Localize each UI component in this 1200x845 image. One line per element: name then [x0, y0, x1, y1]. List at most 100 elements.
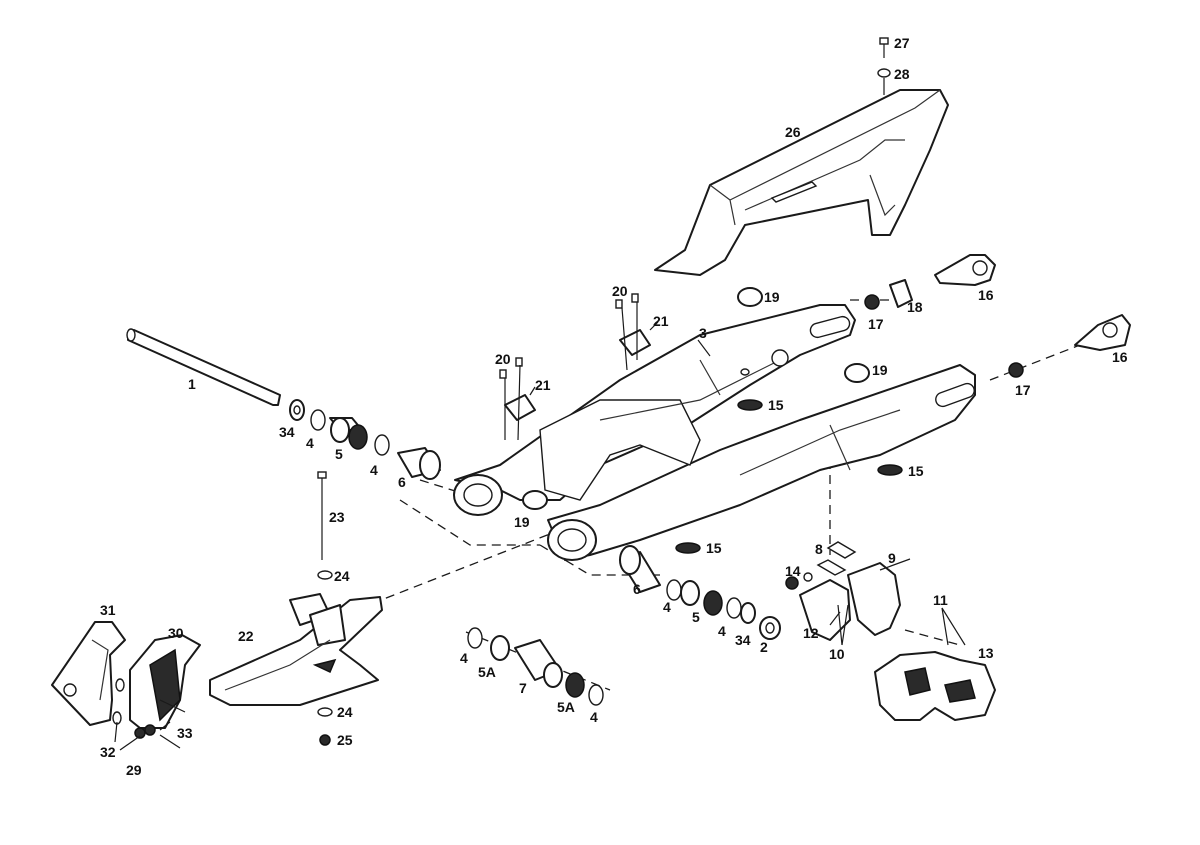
- bolt-8: [816, 541, 857, 576]
- callout-11: 11: [933, 592, 948, 608]
- callout-33: 33: [177, 725, 193, 741]
- bolts-11: [941, 607, 966, 646]
- adjuster-16-lower: [1074, 314, 1131, 351]
- callout-22: 22: [238, 628, 254, 644]
- callout-25: 25: [337, 732, 353, 748]
- callout-15: 15: [768, 397, 784, 413]
- callout-6: 6: [633, 581, 641, 597]
- cap-19-a: [737, 287, 763, 307]
- callout-4: 4: [306, 435, 314, 451]
- cap-19-b: [844, 363, 870, 383]
- block-18: [889, 279, 913, 308]
- callout-1: 1: [188, 376, 196, 392]
- callout-21: 21: [535, 377, 551, 393]
- spacer-32: [112, 678, 125, 725]
- pivot-shaft: [126, 328, 281, 406]
- callout-4: 4: [590, 709, 598, 725]
- leader-lines: [114, 302, 911, 751]
- clamp-21-a: [619, 321, 659, 356]
- circlip-4-upper-a: [310, 409, 326, 431]
- spacer-6-lower: [619, 545, 661, 593]
- callout-30: 30: [168, 625, 184, 641]
- callout-16: 16: [1112, 349, 1128, 365]
- callout-19: 19: [872, 362, 888, 378]
- callout-3: 3: [699, 325, 707, 341]
- cap-19-c: [522, 490, 548, 510]
- callout-21: 21: [653, 313, 669, 329]
- circlip-4-link-a: [467, 627, 483, 649]
- washer-34-lower: [740, 602, 756, 624]
- bracket-12: [799, 579, 851, 641]
- bearing-5-upper: [329, 417, 368, 450]
- guide-block-30: [129, 634, 201, 729]
- bolts-10: [837, 604, 849, 646]
- grommet-15-a: [737, 399, 763, 411]
- callout-12: 12: [803, 625, 819, 641]
- bearing-5A-a: [490, 635, 510, 661]
- grommet-15-b: [877, 464, 903, 476]
- callout-4: 4: [663, 599, 671, 615]
- callout-17: 17: [868, 316, 884, 332]
- callout-28: 28: [894, 66, 910, 82]
- callout-23: 23: [329, 509, 345, 525]
- nut-25: [319, 734, 331, 746]
- callout-6: 6: [398, 474, 406, 490]
- callout-14: 14: [785, 563, 801, 579]
- chain-guard: [654, 89, 949, 276]
- circlip-4-link-b: [588, 684, 604, 706]
- callout-15: 15: [706, 540, 722, 556]
- bearing-5-lower: [680, 580, 723, 616]
- callout-27: 27: [894, 35, 910, 51]
- callout-19: 19: [514, 514, 530, 530]
- washer-28: [877, 68, 891, 95]
- callout-24: 24: [334, 568, 350, 584]
- circlip-4-lower-b: [726, 597, 742, 619]
- callout-31: 31: [100, 602, 116, 618]
- clamp-21-b: [504, 386, 536, 421]
- nut-2: [759, 616, 781, 640]
- callout-29: 29: [126, 762, 142, 778]
- guide-plate-31: [51, 621, 126, 726]
- callout-5A: 5A: [557, 699, 575, 715]
- callout-20: 20: [495, 351, 511, 367]
- bracket-9: [847, 562, 901, 636]
- callout-5A: 5A: [478, 664, 496, 680]
- callout-18: 18: [907, 299, 923, 315]
- screw-20-a: [615, 293, 639, 309]
- chain-slider: [209, 593, 383, 706]
- callout-5: 5: [335, 446, 343, 462]
- adjuster-16-upper: [934, 254, 996, 286]
- callout-9: 9: [888, 550, 896, 566]
- screw-20-b: [499, 357, 523, 379]
- callout-24: 24: [337, 704, 353, 720]
- callout-32: 32: [100, 744, 116, 760]
- washer-24-lower: [317, 707, 333, 717]
- callout-13: 13: [978, 645, 994, 661]
- callout-34: 34: [279, 424, 295, 440]
- callout-4: 4: [370, 462, 378, 478]
- bearing-5A-b: [565, 672, 585, 698]
- washer-34-upper: [289, 399, 305, 421]
- nut-14: [785, 572, 813, 590]
- callout-8: 8: [815, 541, 823, 557]
- nut-17-lower: [1008, 362, 1024, 378]
- nuts-29: [134, 724, 156, 739]
- callout-17: 17: [1015, 382, 1031, 398]
- spacer-6-upper: [397, 447, 441, 480]
- grommet-15-c: [675, 542, 701, 554]
- callout-19: 19: [764, 289, 780, 305]
- callout-20: 20: [612, 283, 628, 299]
- circlip-4-lower-a: [666, 579, 682, 601]
- nut-17-upper: [864, 294, 880, 310]
- callout-4: 4: [718, 623, 726, 639]
- chain-guide-13: [874, 651, 996, 721]
- callout-5: 5: [692, 609, 700, 625]
- washer-24-upper: [317, 570, 333, 580]
- callout-10: 10: [829, 646, 845, 662]
- swingarm: [453, 304, 976, 561]
- screw-27: [879, 37, 889, 58]
- circlip-4-upper-b: [374, 434, 390, 456]
- bolts-33: [159, 699, 186, 749]
- callout-2: 2: [760, 639, 768, 655]
